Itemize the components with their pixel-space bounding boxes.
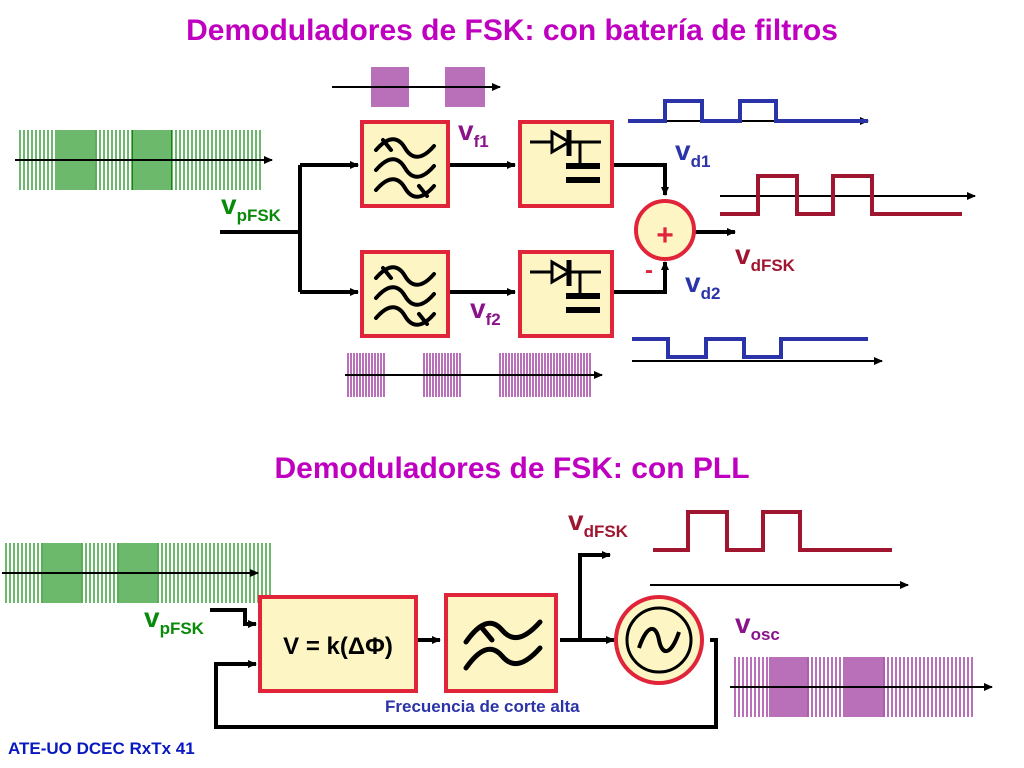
footer-slide-id: ATE-UO DCEC RxTx 41 [8, 739, 195, 758]
input-fsk-waveform-top [15, 130, 273, 190]
label-vosc: vosc [735, 608, 780, 644]
label-vdfsk-top: vdFSK [735, 239, 796, 275]
input-wire-top [220, 161, 736, 296]
label-vf1: vf1 [458, 115, 489, 151]
square-wave-vd1 [628, 99, 869, 125]
phase-detector-formula: V = k(ΔΦ) [283, 633, 393, 660]
label-vd1: vd1 [675, 135, 710, 171]
waveform-vf1 [332, 67, 501, 107]
phase-detector-block: V = k(ΔΦ) [258, 595, 418, 693]
waveform-vf2 [345, 353, 603, 397]
filter-icon [374, 137, 436, 199]
pll-wires [210, 551, 718, 729]
filter-icon [374, 265, 436, 327]
label-vdfsk-pll: vdFSK [568, 505, 629, 541]
input-fsk-waveform-pll [2, 543, 271, 603]
minus-sign: - [645, 257, 653, 284]
label-vpfsk-top: vpFSK [221, 189, 282, 225]
square-wave-vdfsk-pll [650, 510, 909, 589]
band-pass-filter-2 [360, 250, 450, 338]
square-wave-vdfsk-top [720, 174, 976, 216]
vco-output-waveform [730, 657, 993, 717]
diode-capacitor-icon [530, 259, 601, 313]
filter-icon [463, 619, 543, 671]
low-pass-filter-block [444, 593, 558, 693]
vco-block [614, 595, 704, 685]
square-wave-vd2 [632, 337, 883, 365]
title-pll: Demoduladores de FSK: con PLL [274, 452, 750, 485]
title-filter-bank: Demoduladores de FSK: con batería de fil… [186, 14, 838, 47]
envelope-detector-1 [518, 120, 614, 208]
cutoff-note: Frecuencia de corte alta [385, 697, 580, 716]
label-vpfsk-pll: vpFSK [144, 602, 205, 638]
label-vf2: vf2 [470, 293, 501, 329]
sine-icon [637, 627, 681, 653]
label-vd2: vd2 [685, 267, 720, 303]
band-pass-filter-1 [360, 120, 450, 208]
diode-capacitor-icon [530, 129, 601, 183]
summing-junction: + [634, 199, 696, 261]
plus-sign: + [656, 219, 674, 252]
envelope-detector-2 [518, 250, 614, 338]
